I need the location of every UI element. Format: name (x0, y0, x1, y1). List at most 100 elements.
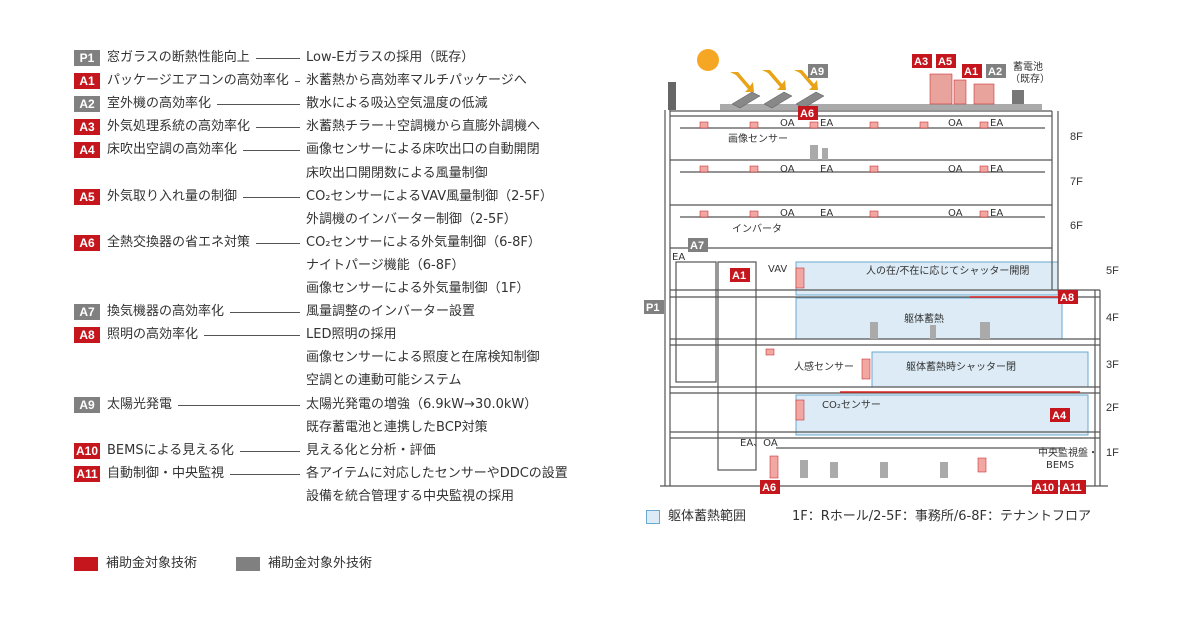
measure-code-badge: A9 (74, 396, 100, 413)
measure-description: 見える化と分析・評価 (306, 442, 436, 458)
measure-description: 画像センサーによる床吹出口の自動開閉 (306, 142, 540, 158)
subsidized-label: 補助金対象技術 (106, 556, 198, 571)
measure-description: 風量調整のインバーター設置 (306, 304, 476, 320)
bems-label: BEMS (1046, 460, 1074, 471)
vav-label: VAV (768, 264, 787, 275)
measure-title: 外気取り入れ量の制御 (107, 188, 238, 204)
measure-code-badge: A8 (74, 327, 100, 344)
measure-code-badge: A7 (74, 304, 100, 321)
measure-title: 自動制御・中央監視 (107, 465, 225, 481)
measure-description: 画像センサーによる照度と在席検知制御 (306, 350, 540, 366)
not-subsidized-label: 補助金対象外技術 (268, 556, 373, 571)
measure-description: 各アイテムに対応したセンサーやDDCの設置 (306, 465, 568, 481)
leader-line (230, 312, 300, 314)
measure-code-badge: A2 (74, 96, 100, 113)
measure-item-a5: A5 外気取り入れ量の制御 (74, 187, 574, 207)
floor-label-7f: 7F (1070, 176, 1083, 188)
occupant-icon (800, 145, 990, 478)
diagram-tag-a11: A11 (1060, 480, 1086, 494)
duct-units (699, 121, 989, 479)
thermal-storage-label: 躯体蓄熱 (904, 312, 944, 325)
measure-description: CO₂センサーによるVAV風量制御（2-5F） (306, 188, 553, 204)
svg-text:A4: A4 (1052, 410, 1067, 422)
measure-title: パッケージエアコンの高効率化 (107, 73, 289, 89)
measure-description: 太陽光発電の増強（6.9kW→30.0kW） (306, 396, 538, 412)
svg-text:A6: A6 (800, 108, 814, 120)
shutter-open-label: 人の在/不在に応じてシャッター開閉 (866, 264, 1029, 277)
oa-label-6f: OA (780, 208, 795, 219)
diagram-tag-a1: A1 (962, 64, 982, 78)
measure-title: 外気処理系統の高効率化 (107, 119, 251, 135)
oa-label-8f-right: OA (948, 118, 963, 129)
measure-description: 氷蓄熱から高効率マルチパッケージへ (306, 73, 527, 89)
svg-text:A9: A9 (810, 66, 824, 78)
svg-text:A2: A2 (988, 66, 1002, 78)
diagram-tag-a6: A6 (798, 106, 818, 120)
measure-description: 空調との連動可能システム (306, 373, 462, 389)
measure-description: ナイトパージ機能（6-8F） (306, 257, 465, 273)
measure-item-a4: A4 床吹出空調の高効率化 (74, 140, 574, 160)
lighting-line (840, 296, 1080, 393)
diagram-tag-a2: A2 (986, 64, 1006, 78)
measure-code-badge: A6 (74, 234, 100, 251)
leader-line (243, 196, 300, 198)
measure-description: Low-Eガラスの採用（既存） (306, 50, 475, 65)
svg-text:A6: A6 (762, 482, 776, 494)
leader-line (230, 473, 300, 475)
not-subsidized-swatch (236, 557, 260, 571)
diagram-tag-a3: A3 (912, 54, 932, 68)
sunlight-arrows (730, 70, 818, 92)
leader-line (256, 242, 300, 244)
leader-line (217, 104, 300, 106)
ea-label-8f-right: EA (990, 118, 1003, 129)
sun-icon (697, 49, 719, 71)
floor-label-2f: 2F (1106, 402, 1119, 414)
measure-title: 床吹出空調の高効率化 (107, 142, 238, 158)
diagram-tag-a1: A1 (730, 268, 750, 282)
shutter-closed-label: 躯体蓄熱時シャッター閉 (906, 360, 1016, 373)
measure-description: 散水による吸込空気温度の低減 (306, 96, 488, 112)
measure-description: 外調機のインバーター制御（2-5F） (306, 211, 517, 227)
human-sensor-label: 人感センサー (794, 360, 854, 373)
diagram-tag-a10: A10 (1032, 480, 1058, 494)
diagram-tag-a7: A7 (688, 238, 708, 252)
measure-description: 画像センサーによる外気量制御（1F） (306, 281, 530, 296)
outdoor-unit-icon (929, 73, 995, 105)
measure-code-badge: P1 (74, 50, 100, 66)
ea-label-8f: EA (820, 118, 833, 129)
diagram-tag-a6: A6 (760, 480, 780, 494)
measure-item-a7: A7 換気機器の高効率化 (74, 302, 574, 322)
battery-label: 蓄電池 (1013, 60, 1043, 73)
measure-code-badge: A4 (74, 142, 100, 159)
solar-panel-icon (731, 91, 825, 109)
ea-label-7f-right: EA (990, 164, 1003, 175)
oa-label-6f-right: OA (948, 208, 963, 219)
svg-text:A3: A3 (914, 56, 928, 68)
measure-title: 換気機器の高効率化 (107, 304, 225, 320)
svg-text:A10: A10 (1034, 482, 1054, 494)
leader-line (294, 81, 300, 83)
diagram-tag-a9: A9 (808, 64, 828, 78)
measure-code-badge: A5 (74, 188, 100, 205)
diagram-tag-a4: A4 (1050, 408, 1070, 422)
svg-text:P1: P1 (646, 302, 659, 314)
leader-line (256, 127, 300, 129)
diagram-tag-a5: A5 (936, 54, 956, 68)
measure-description: CO₂センサーによる外気量制御（6-8F） (306, 234, 541, 250)
building-structure (660, 82, 1108, 487)
diagram-tag-a8: A8 (1058, 290, 1078, 304)
floor-label-4f: 4F (1106, 312, 1119, 324)
leader-line (239, 450, 300, 452)
inverter-label: インバータ (732, 223, 782, 235)
measure-description: 床吹出口開閉数による風量制御 (306, 165, 488, 181)
svg-text:A7: A7 (690, 240, 704, 252)
